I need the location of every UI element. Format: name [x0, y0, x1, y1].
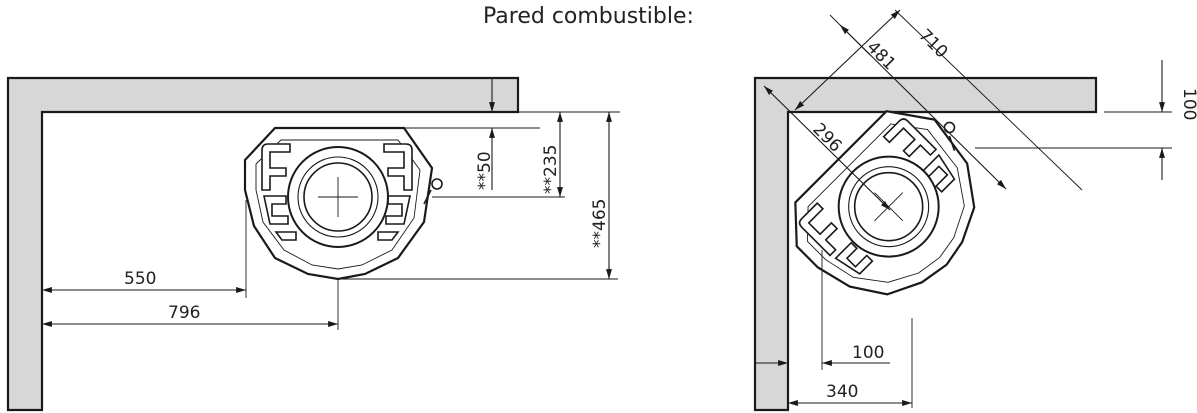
left-stove-ribs-left [261, 143, 297, 241]
left-dim-235: **235 [541, 145, 561, 194]
left-dim-50: **50 [475, 151, 495, 190]
left-stove [243, 126, 443, 281]
right-dim-296: 296 [808, 119, 845, 156]
right-view: 710 481 296 100 100 340 [753, 9, 1197, 412]
right-dim-100-bottom: 100 [852, 343, 884, 363]
right-dim-340: 340 [826, 382, 858, 402]
diagram-title: Pared combustible: [483, 4, 694, 29]
left-view: **50 **235 **465 550 796 [6, 76, 620, 412]
right-dim-710: 710 [914, 25, 951, 62]
right-dim-100-top: 100 [1179, 88, 1197, 120]
left-stove-ribs-right [377, 143, 413, 241]
left-wall [6, 76, 520, 412]
left-dim-465: **465 [590, 199, 610, 248]
left-dim-796: 796 [168, 303, 200, 323]
right-stove [794, 110, 976, 296]
left-dim-550: 550 [124, 269, 156, 289]
right-dim-481: 481 [862, 37, 899, 74]
